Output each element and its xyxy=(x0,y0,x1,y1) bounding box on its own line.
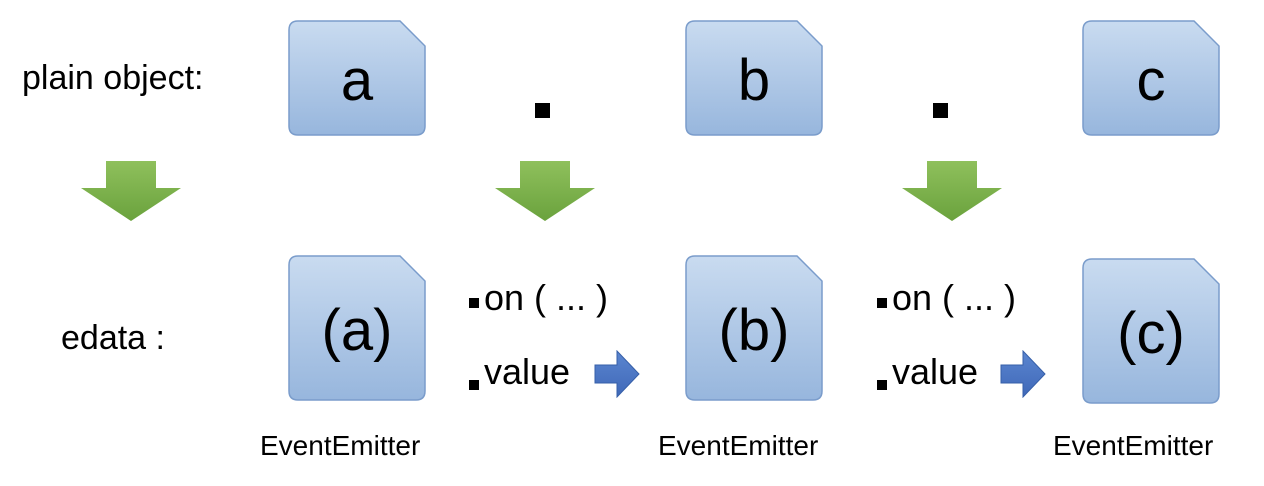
plain-card-a: a xyxy=(288,20,426,136)
edata-card-a-text: (a) xyxy=(321,297,393,363)
edata-label: edata : xyxy=(61,319,165,357)
plain-card-b: b xyxy=(685,20,823,136)
on-method-label: on ( ... ) xyxy=(484,277,609,318)
plain-object-label: plain object: xyxy=(22,59,204,97)
edata-card-c-text: (c) xyxy=(1117,300,1185,366)
property-dot-1 xyxy=(535,103,550,118)
value-property-label: value xyxy=(484,351,571,392)
method-dot xyxy=(877,380,887,390)
property-dot-2 xyxy=(933,103,948,118)
value-property-label: value xyxy=(892,351,979,392)
method-dot xyxy=(469,380,479,390)
down-arrow-icon xyxy=(902,161,1002,221)
down-arrow-icon xyxy=(495,161,595,221)
plain-card-c: c xyxy=(1082,20,1220,136)
method-dot xyxy=(469,298,479,308)
method-dot xyxy=(877,298,887,308)
event-emitter-caption-c: EventEmitter xyxy=(1053,430,1214,461)
plain-card-c-text: c xyxy=(1136,47,1166,113)
edata-card-c: (c) xyxy=(1082,258,1220,404)
right-arrow-icon xyxy=(1000,350,1046,398)
edata-card-b-text: (b) xyxy=(718,297,790,363)
right-arrow-icon xyxy=(594,350,640,398)
on-method-label: on ( ... ) xyxy=(892,277,1017,318)
edata-card-b: (b) xyxy=(685,255,823,401)
edata-card-a: (a) xyxy=(288,255,426,401)
plain-card-a-text: a xyxy=(340,47,374,113)
event-emitter-caption-a: EventEmitter xyxy=(260,430,421,461)
event-emitter-caption-b: EventEmitter xyxy=(658,430,819,461)
down-arrow-icon xyxy=(81,161,181,221)
plain-card-b-text: b xyxy=(737,47,771,113)
